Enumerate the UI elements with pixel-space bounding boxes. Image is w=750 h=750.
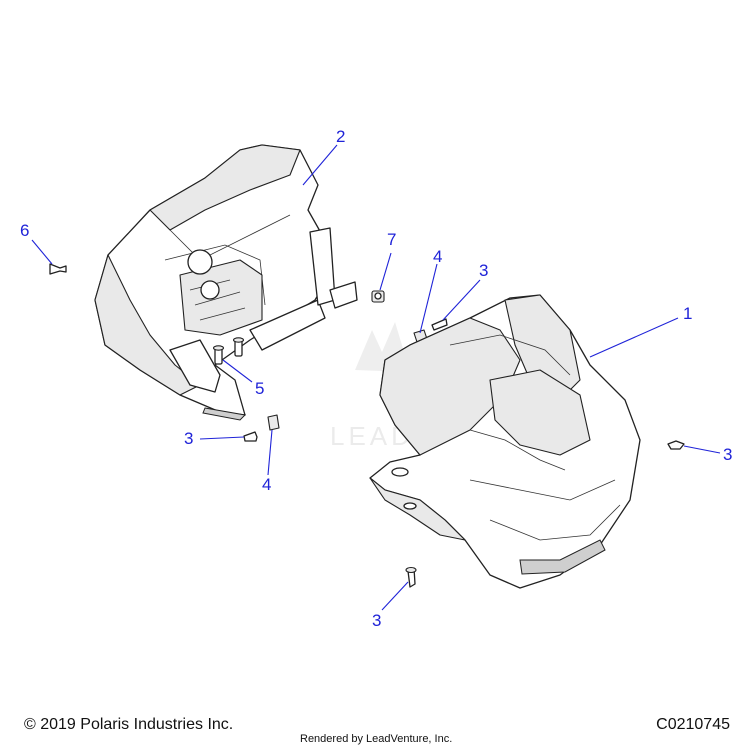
drawing-id: C0210745 xyxy=(656,716,730,733)
callout-4-lower: 4 xyxy=(262,475,272,494)
leader-3-left xyxy=(199,436,245,440)
leader-7 xyxy=(379,252,392,291)
part-3-screw-left xyxy=(243,431,258,442)
callout-3-bottom: 3 xyxy=(372,611,382,630)
callout-3-right: 3 xyxy=(723,445,733,464)
part-4-clip-nut-lower xyxy=(267,414,280,431)
leader-4-lower xyxy=(267,429,273,476)
leader-4-upper xyxy=(419,263,438,334)
part-3-screw-right xyxy=(667,440,685,450)
callout-2: 2 xyxy=(336,127,346,146)
part-1-headlight-fairing xyxy=(369,294,641,589)
callout-3-upper: 3 xyxy=(479,261,489,280)
callout-6: 6 xyxy=(20,221,30,240)
leader-3-upper xyxy=(442,279,481,321)
leader-3-bottom xyxy=(381,581,409,611)
callout-7: 7 xyxy=(387,230,397,249)
part-3-screw-upper xyxy=(431,318,448,331)
part-7-nut xyxy=(371,290,385,303)
rendered-by-text: Rendered by LeadVenture, Inc. xyxy=(300,733,453,745)
leader-6 xyxy=(31,239,53,265)
leader-5 xyxy=(222,359,253,383)
leader-lines xyxy=(31,144,721,611)
callout-1: 1 xyxy=(683,304,693,323)
part-5-bolts xyxy=(212,337,245,365)
copyright-text: © 2019 Polaris Industries Inc. xyxy=(24,716,234,733)
callout-4-upper: 4 xyxy=(433,247,443,266)
leader-2 xyxy=(302,144,338,186)
part-3-screw-bottom xyxy=(405,566,417,588)
part-2-headlight-bracket xyxy=(94,144,358,421)
leader-3-right xyxy=(683,445,721,454)
callout-3-left: 3 xyxy=(184,429,194,448)
leader-1 xyxy=(589,317,679,358)
callout-5: 5 xyxy=(255,379,265,398)
part-6-screw xyxy=(49,263,67,275)
